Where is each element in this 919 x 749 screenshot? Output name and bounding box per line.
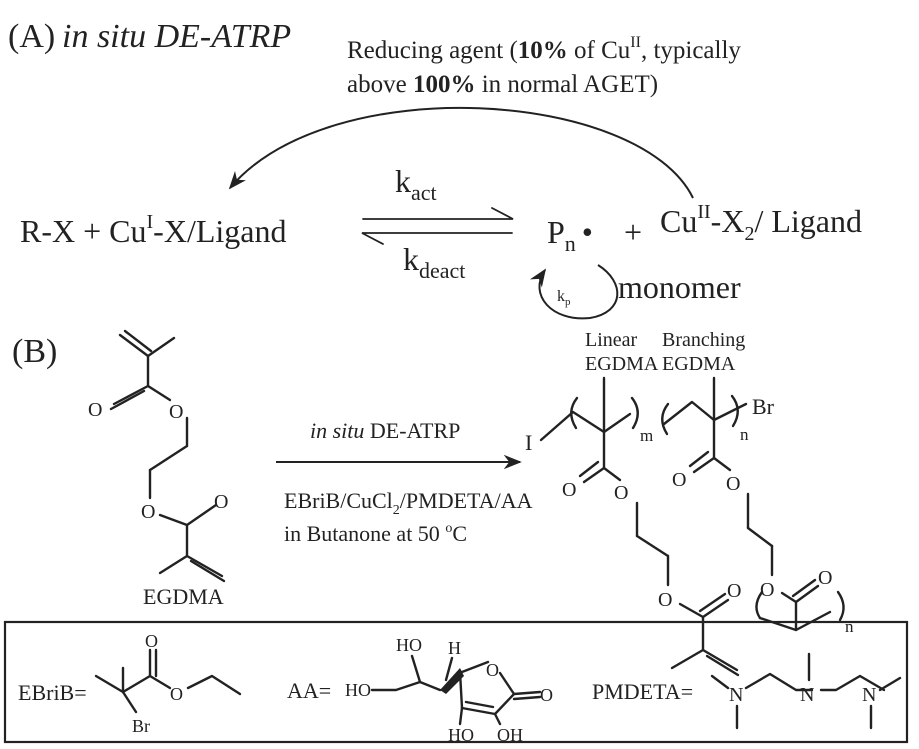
forward-equilibrium-arrow <box>362 207 514 220</box>
aa-label: AA= <box>287 678 331 703</box>
ebrib-label: EBriB= <box>18 680 87 705</box>
propagating-radical: Pn• <box>547 214 593 256</box>
svg-text:Branching: Branching <box>662 329 745 351</box>
svg-text:I: I <box>525 430 532 455</box>
ebrib-structure: Br O O <box>94 631 242 736</box>
propagation-loop-arrow <box>529 264 619 320</box>
legend-frame <box>3 620 909 744</box>
pmdeta-structure: N N N <box>710 652 902 730</box>
svg-text:H: H <box>448 638 461 658</box>
svg-text:O: O <box>614 482 628 504</box>
svg-text:EGDMA: EGDMA <box>585 353 659 375</box>
svg-text:Br: Br <box>752 394 775 419</box>
reducing-agent-note-line2: above 100% in normal AGET) <box>347 71 658 98</box>
svg-text:HO: HO <box>448 725 474 745</box>
panel-b-label: (B) <box>12 333 57 370</box>
svg-text:O: O <box>562 479 576 501</box>
svg-text:n: n <box>740 425 749 444</box>
reverse-equilibrium-arrow <box>361 232 513 245</box>
svg-text:O: O <box>727 580 741 602</box>
left-species: R-X + CuI-X/Ligand <box>20 211 286 249</box>
panel-b: (B) O O O O EGDMA in situ DE-ATRP EBriB <box>12 329 854 677</box>
regeneration-arrow <box>228 106 694 199</box>
svg-text:O: O <box>141 501 155 523</box>
kp-label: kp <box>557 288 571 308</box>
panel-a-title: in situ DE-ATRP <box>62 18 291 55</box>
right-species: CuII-X2/ Ligand <box>660 201 862 245</box>
panel-a: (A) in situ DE-ATRP Reducing agent (10% … <box>8 18 862 320</box>
svg-text:Linear: Linear <box>585 329 638 351</box>
k-act-label: kact <box>395 163 437 205</box>
svg-text:HO: HO <box>345 680 371 700</box>
panel-a-label: (A) <box>8 18 55 55</box>
svg-text:O: O <box>170 684 183 704</box>
conditions-top: in situ DE-ATRP <box>310 418 460 443</box>
svg-text:Br: Br <box>132 716 150 736</box>
egdma-name: EGDMA <box>143 584 224 609</box>
reducing-agent-note-line1: Reducing agent (10% of CuII, typically <box>347 34 741 64</box>
svg-text:O: O <box>88 399 102 421</box>
polymer-structure: Linear EGDMA Branching EGDMA I m n Br O … <box>525 329 854 677</box>
svg-text:O: O <box>145 631 158 651</box>
plus-sign: + <box>624 214 642 250</box>
svg-text:m: m <box>640 426 653 445</box>
svg-text:O: O <box>760 579 774 601</box>
svg-text:O: O <box>818 567 832 589</box>
svg-text:O: O <box>540 685 553 705</box>
svg-text:N: N <box>800 684 814 706</box>
svg-text:N: N <box>729 684 743 706</box>
svg-text:O: O <box>214 491 228 513</box>
svg-text:OH: OH <box>497 725 523 745</box>
conditions-line2: in Butanone at 50 oC <box>284 521 467 546</box>
svg-text:N: N <box>862 684 876 706</box>
k-deact-label: kdeact <box>403 241 465 283</box>
svg-text:HO: HO <box>396 635 422 655</box>
svg-text:O: O <box>486 660 499 680</box>
egdma-structure: O O O O <box>88 329 228 583</box>
svg-text:O: O <box>658 589 672 611</box>
ascorbic-acid-structure: HO HO H O O HO OH <box>345 635 553 745</box>
conditions-line1: EBriB/CuCl2/PMDETA/AA <box>284 488 533 518</box>
monomer-label: monomer <box>618 269 741 305</box>
pmdeta-label: PMDETA= <box>592 679 693 704</box>
svg-text:n: n <box>845 617 854 636</box>
svg-text:O: O <box>726 473 740 495</box>
svg-text:EGDMA: EGDMA <box>662 353 736 375</box>
svg-text:O: O <box>169 401 183 423</box>
legend-box: EBriB= Br O O AA= HO HO H O <box>3 620 909 745</box>
svg-text:O: O <box>672 469 686 491</box>
